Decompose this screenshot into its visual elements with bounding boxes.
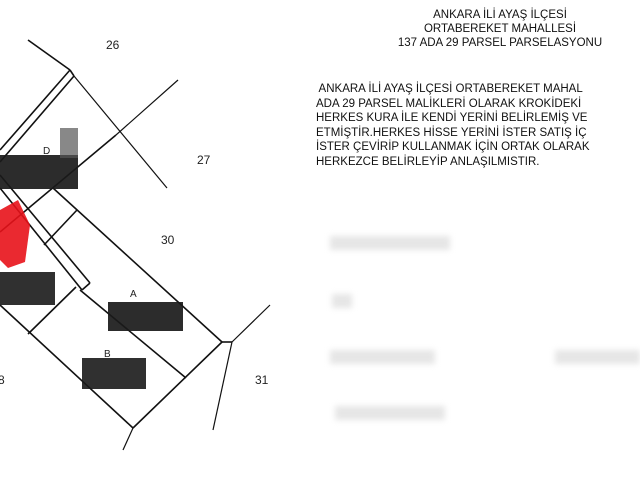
parcel-27: 27 — [197, 153, 211, 167]
blurred-text — [335, 406, 445, 420]
title-line-2: ORTABEREKET MAHALLESİ — [423, 23, 577, 35]
red-highlight — [0, 200, 30, 268]
redaction-b — [82, 358, 146, 389]
parcel-26: 26 — [106, 38, 120, 52]
document-title: ANKARA İLİ AYAŞ İLÇESİ ORTABEREKET MAHAL… — [330, 8, 640, 50]
para-line: ANKARA İLİ AYAŞ İLÇESİ ORTABEREKET MAHAL — [316, 83, 583, 95]
agreement-text: ANKARA İLİ AYAŞ İLÇESİ ORTABEREKET MAHAL… — [316, 82, 640, 169]
redaction-d-edge — [60, 128, 78, 158]
redaction-d — [0, 155, 78, 189]
parcel-30: 30 — [161, 233, 175, 247]
redactions — [0, 128, 183, 389]
redaction-left — [0, 272, 55, 305]
para-line: HERKEZCE BELİRLEYİP ANLAŞILMISTIR. — [316, 155, 540, 168]
blurred-text — [555, 350, 640, 364]
para-line: ADA 29 PARSEL MALİKLERİ OLARAK KROKİDEKİ — [316, 97, 582, 110]
para-line: İSTER ÇEVİRİP KULLANMAK İÇİN ORTAK OLARA… — [316, 141, 590, 153]
para-line: ETMİŞTİR.HERKES HİSSE YERİNİ İSTER SATIŞ… — [316, 126, 587, 139]
blurred-text — [330, 350, 435, 364]
lot-b: B — [104, 349, 111, 360]
parcel-8: 8 — [0, 373, 5, 387]
lot-d: D — [43, 146, 51, 157]
parcel-31: 31 — [255, 373, 269, 387]
lot-a: A — [130, 289, 137, 300]
title-line-1: ANKARA İLİ AYAŞ İLÇESİ — [433, 9, 567, 21]
blurred-text — [332, 294, 352, 308]
blurred-text — [330, 236, 450, 250]
para-line: HERKES KURA İLE KENDİ YERİNİ BELİRLEMİŞ … — [316, 112, 588, 124]
title-line-3: 137 ADA 29 PARSEL PARSELASYONU — [397, 37, 603, 49]
redaction-a — [108, 302, 183, 331]
